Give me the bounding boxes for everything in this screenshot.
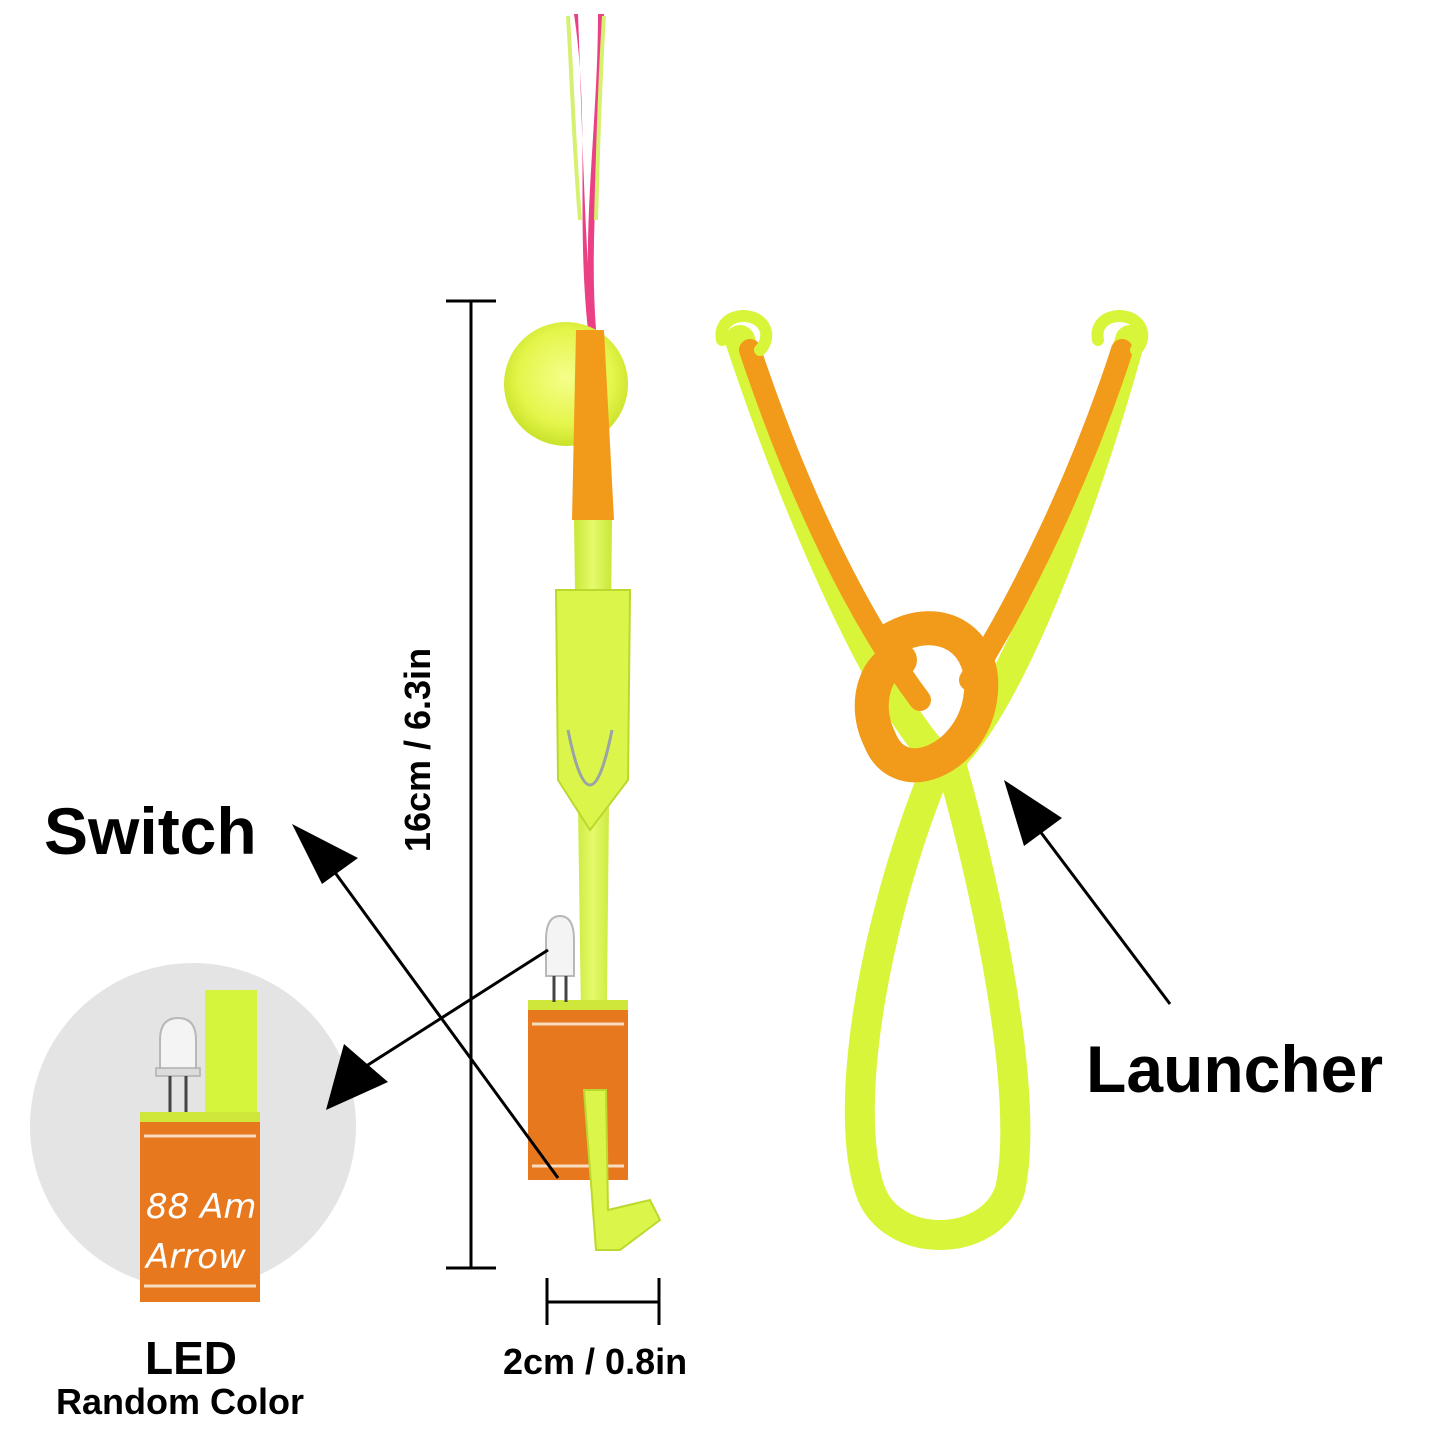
inset-led-bulb — [155, 1016, 201, 1116]
led-label: LED — [145, 1332, 237, 1384]
launcher-pointer-arrow — [1004, 780, 1172, 1005]
ribbon-tail — [574, 14, 604, 330]
arrow-battery — [528, 1000, 628, 1180]
random-color-label: Random Color — [56, 1381, 304, 1422]
inset-battery-text-1: 88 Am — [146, 1187, 256, 1227]
launcher-knot — [854, 611, 999, 783]
inset-battery-text-2: Arrow — [144, 1237, 246, 1277]
launcher-tip-left — [715, 310, 773, 356]
switch-pointer-arrow — [292, 824, 560, 1179]
inset-battery: 88 Am Arrow — [140, 1112, 260, 1302]
launcher-tip-right — [1091, 310, 1149, 356]
arrow-ball — [504, 322, 628, 446]
led-pointer-arrow — [326, 948, 549, 1110]
width-dimension-label: 2cm / 0.8in — [503, 1341, 688, 1382]
arrow-shaft-orange — [572, 330, 614, 520]
led-inset: 88 Am Arrow — [30, 963, 356, 1302]
height-dimension-label: 16cm / 6.3in — [397, 647, 438, 853]
arrow-hook — [582, 1089, 662, 1251]
arrow-toy — [504, 14, 662, 1251]
height-dimension-line — [446, 299, 496, 1270]
arrow-fin — [554, 589, 632, 832]
launcher-label: Launcher — [1086, 1032, 1384, 1106]
inset-stem — [205, 990, 257, 1120]
launcher-toy — [715, 310, 1149, 1250]
arrow-led-bulb — [545, 914, 575, 1002]
switch-label: Switch — [44, 794, 257, 868]
width-dimension-line — [545, 1278, 661, 1325]
launcher-band-right — [959, 339, 1133, 691]
